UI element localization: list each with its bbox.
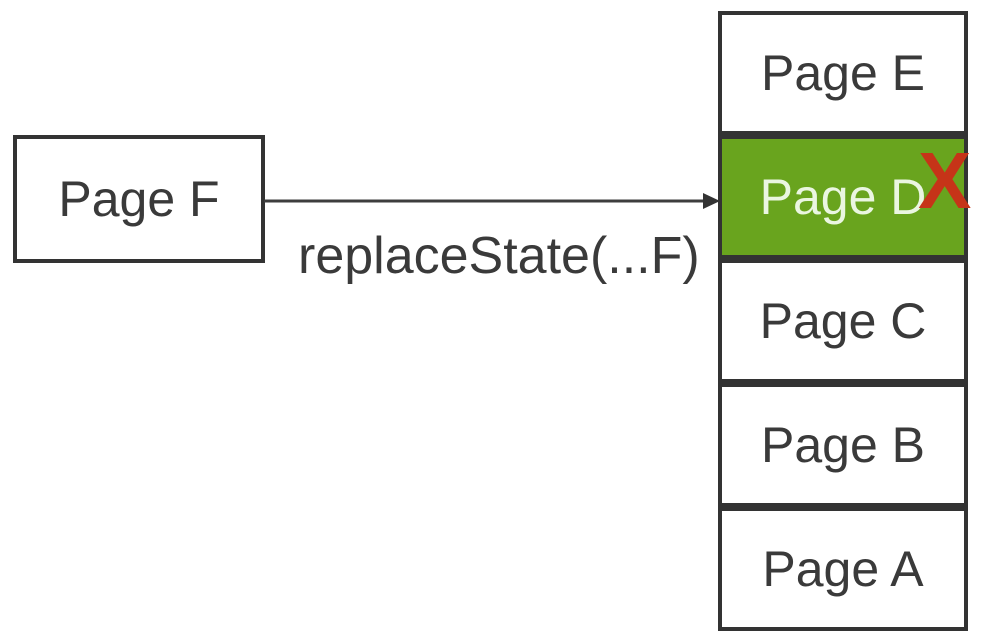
replace-state-arrow — [264, 193, 720, 209]
stack-box-page-a: Page A — [718, 507, 968, 631]
history-stack: Page E Page D X Page C Page B Page A — [718, 11, 972, 631]
stack-box-label: Page B — [760, 417, 925, 473]
delete-x-icon: X — [918, 136, 972, 225]
stack-box-page-c: Page C — [718, 259, 968, 383]
page-f-box: Page F — [13, 135, 265, 263]
page-f-label: Page F — [58, 171, 220, 227]
stack-box-page-d: Page D X — [718, 135, 972, 259]
arrow-head-icon — [703, 193, 720, 209]
stack-box-label: Page C — [759, 293, 927, 349]
stack-box-label: Page D — [759, 169, 927, 225]
stack-box-label: Page E — [760, 45, 925, 101]
stack-box-page-e: Page E — [718, 11, 968, 135]
stack-box-label: Page A — [762, 541, 924, 597]
replace-state-arrow-label: replaceState(...F) — [298, 227, 700, 285]
stack-box-page-b: Page B — [718, 383, 968, 507]
